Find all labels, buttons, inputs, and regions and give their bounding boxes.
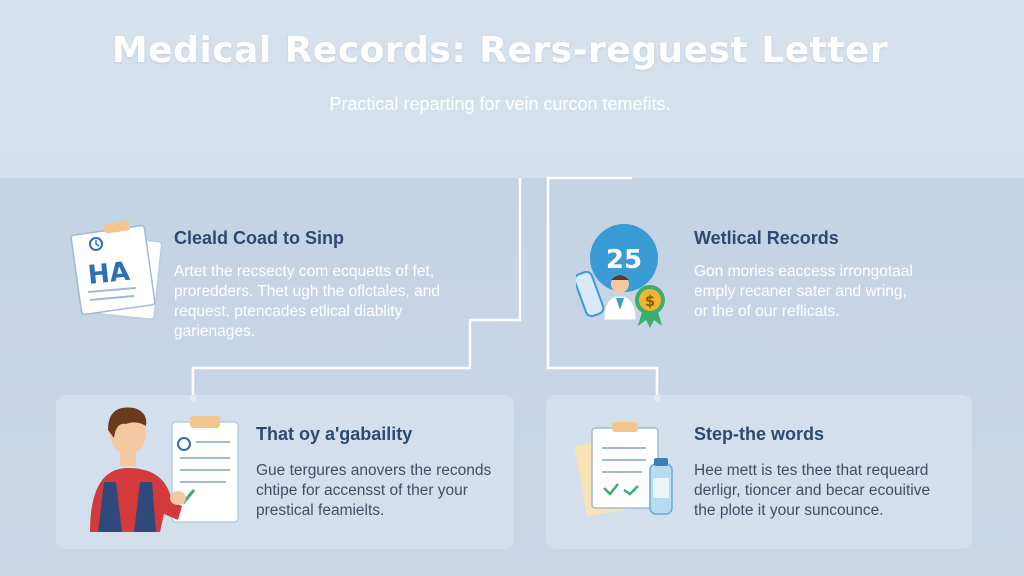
block-line: the plote it your suncounce.: [694, 502, 884, 519]
block-line: prestical feamielts.: [256, 502, 385, 519]
block-title: Wetlical Records: [694, 228, 839, 248]
clipboard-bottle-icon: [574, 418, 684, 522]
header-band: [0, 0, 1024, 178]
doctor-badge-icon: 25 $: [573, 220, 680, 330]
document-ha-icon: HA: [68, 220, 168, 321]
block-line: Hee mett is tes thee that requeard: [694, 462, 929, 479]
block-line: garienages.: [174, 323, 256, 340]
block-title: That oy a'gabaility: [256, 424, 413, 444]
block-line: derligr, tioncer and becar ecouitive: [694, 482, 931, 499]
block-line: Gue tergures anovers the reconds: [256, 462, 492, 479]
page-subtitle: Practical reparting for vein curcon teme…: [329, 94, 671, 114]
block-text: Gue tergures anovers the reconds chtipe …: [256, 461, 491, 521]
block-line: emply recaner sater and wring,: [694, 283, 907, 300]
block-line: or the of our reflicats.: [694, 303, 840, 320]
badge-number: 25: [606, 245, 642, 275]
block-line: proredders. Thet ugh the oflctales, and: [174, 283, 440, 300]
block-line: Artet the recsecty com ecquetts of fet,: [174, 263, 435, 280]
person-clipboard-icon: [86, 402, 242, 532]
connector-left: [191, 178, 522, 398]
connector-right: [546, 176, 659, 398]
svg-text:$: $: [645, 292, 655, 310]
block-line: Gon mories eaccess irrongotaal: [694, 263, 913, 280]
block-text: Artet the recsecty com ecquetts of fet, …: [174, 262, 440, 342]
block-line: chtipe for accensst of ther your: [256, 482, 468, 499]
block-text: Hee mett is tes thee that requeard derli…: [694, 461, 930, 521]
block-line: request, ptencades etlical diablity: [174, 303, 403, 320]
block-title: Cleald Coad to Sinp: [174, 228, 345, 248]
block-title: Step-the words: [694, 424, 825, 444]
document-badge-text: HA: [86, 257, 131, 291]
block-text: Gon mories eaccess irrongotaal emply rec…: [694, 262, 913, 322]
page-title: Medical Records: Rers-reguest Letter: [111, 30, 889, 71]
